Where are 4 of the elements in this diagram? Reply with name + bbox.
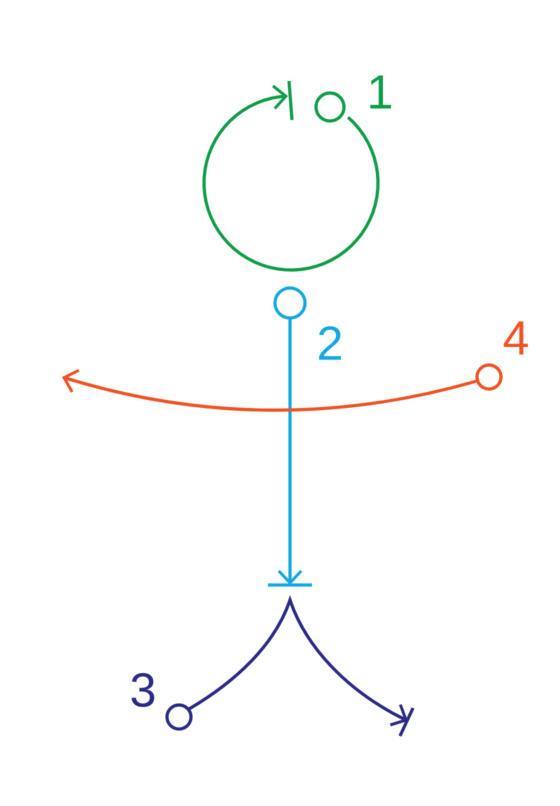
stroke-number: 4 (504, 322, 528, 355)
stroke-number: 1 (370, 76, 391, 108)
stroke-number: 2 (319, 326, 341, 360)
stroke-number: 3 (131, 673, 154, 707)
